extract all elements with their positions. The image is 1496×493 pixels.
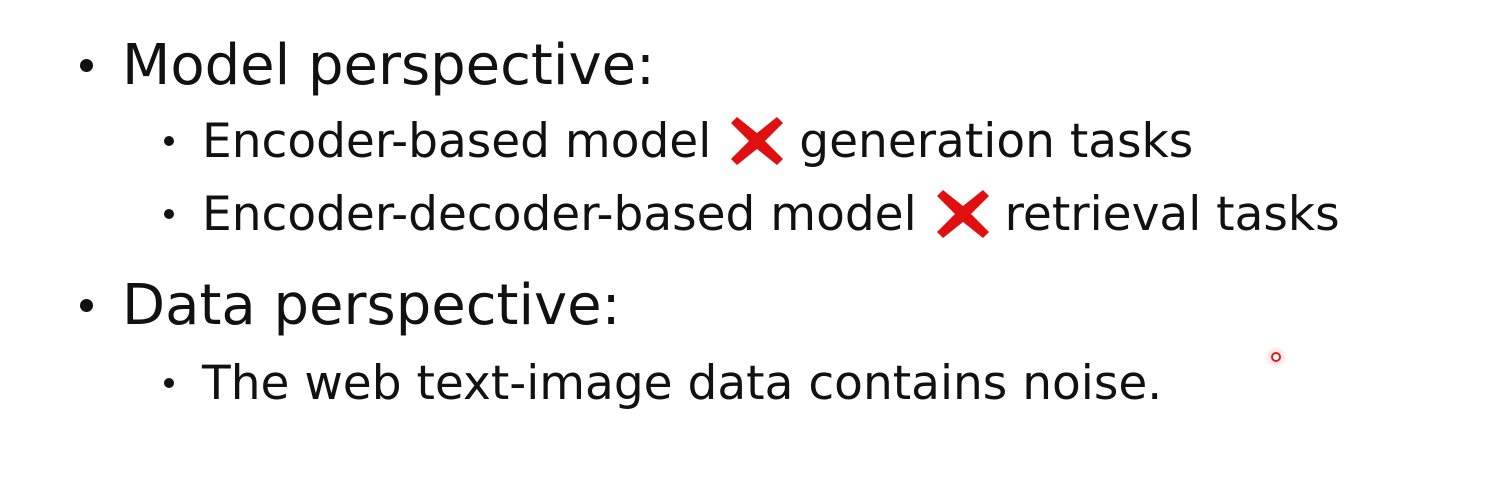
bullet-dot-icon — [80, 58, 93, 72]
bullet-model-perspective: Model perspective: — [80, 30, 655, 100]
subbullet-left-text: Encoder-based model — [202, 113, 712, 169]
bullet-text: Model perspective: — [122, 32, 655, 98]
bullet-dot-icon — [164, 136, 174, 146]
subbullet-right-text: generation tasks — [799, 113, 1194, 169]
bullet-dot-icon — [164, 209, 174, 219]
laser-pointer-dot — [1271, 352, 1281, 362]
bullet-text: Data perspective: — [122, 272, 621, 338]
cross-mark-icon — [936, 190, 989, 238]
bullet-dot-icon — [164, 378, 174, 388]
subbullet-encoder-decoder-based: Encoder-decoder-based model retrieval ta… — [164, 183, 1340, 245]
subbullet-web-data-noise: The web text-image data contains noise. — [164, 352, 1162, 414]
subbullet-right-text: retrieval tasks — [1004, 186, 1340, 242]
bullet-data-perspective: Data perspective: — [80, 270, 620, 340]
laser-pointer-icon — [1266, 347, 1286, 367]
subbullet-text: The web text-image data contains noise. — [202, 355, 1163, 411]
cross-mark-icon — [731, 117, 784, 165]
bullet-dot-icon — [80, 298, 93, 312]
subbullet-encoder-based: Encoder-based model generation tasks — [164, 110, 1193, 172]
subbullet-left-text: Encoder-decoder-based model — [202, 186, 917, 242]
